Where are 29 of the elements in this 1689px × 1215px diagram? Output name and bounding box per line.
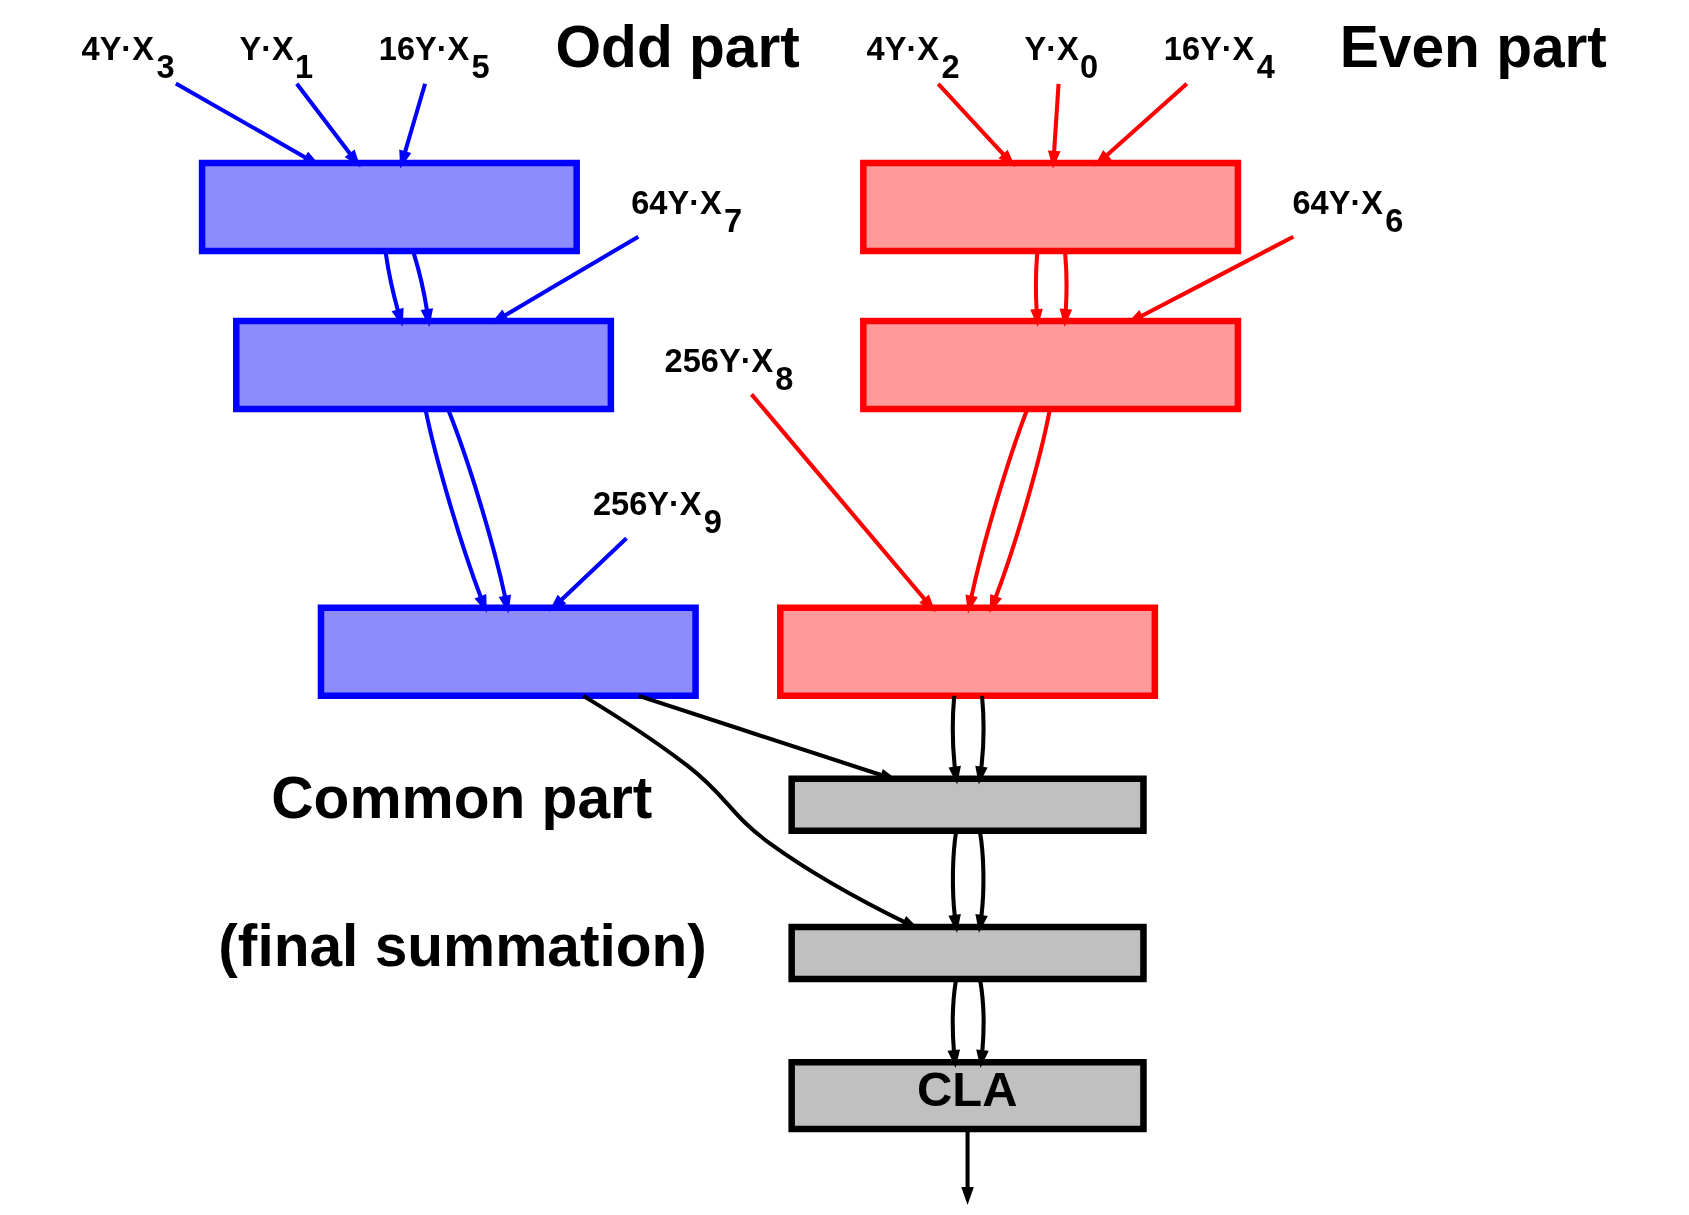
arrow bbox=[974, 695, 988, 785]
node-box bbox=[787, 775, 1147, 835]
arrow bbox=[960, 1129, 974, 1205]
arrow bbox=[936, 82, 1015, 168]
arrow bbox=[294, 82, 361, 168]
arrow bbox=[975, 979, 989, 1068]
arrow bbox=[1093, 82, 1188, 167]
label: (final summation) bbox=[217, 912, 707, 978]
arrow bbox=[383, 251, 404, 327]
label: Even part bbox=[1339, 13, 1607, 79]
node-box bbox=[198, 159, 580, 255]
arrow bbox=[1029, 251, 1043, 327]
node-box bbox=[859, 317, 1241, 413]
arrow bbox=[398, 83, 427, 169]
arrow bbox=[749, 393, 936, 613]
node-box bbox=[232, 317, 614, 413]
node-box bbox=[776, 604, 1158, 699]
arrow bbox=[1047, 83, 1061, 169]
label: Odd part bbox=[555, 13, 800, 79]
node-box bbox=[317, 604, 699, 699]
arrow bbox=[1059, 251, 1072, 327]
node-box bbox=[787, 923, 1147, 983]
arrow bbox=[489, 234, 639, 325]
label: Common part bbox=[270, 764, 652, 830]
arrow bbox=[948, 695, 961, 785]
arrow bbox=[947, 979, 960, 1068]
arrow bbox=[548, 536, 628, 612]
node-box: CLA bbox=[787, 1058, 1147, 1133]
node-box bbox=[859, 159, 1241, 255]
